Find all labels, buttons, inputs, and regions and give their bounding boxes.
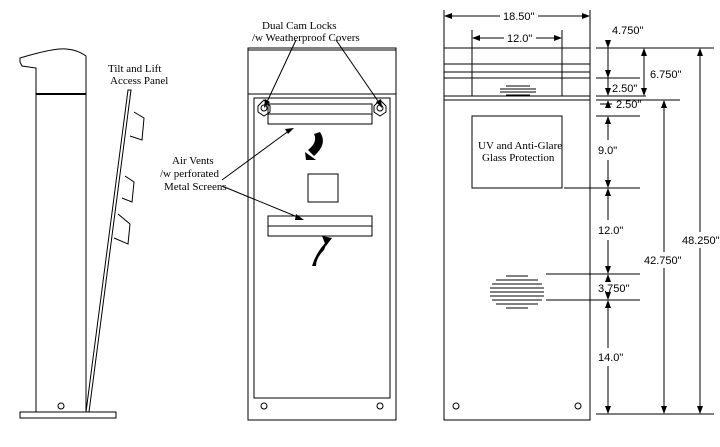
dim-inner-width: 12.0": [507, 33, 532, 45]
dim-glass-height: 9.0": [598, 145, 617, 157]
top-vent-slots: [500, 85, 536, 96]
front-open-view: Dual Cam Locks /w Weatherproof Covers Ai…: [160, 20, 397, 421]
dim-overall-height: 48.250": [682, 235, 720, 247]
cam-locks-label-line1: Dual Cam Locks: [262, 20, 337, 32]
dim-vent-gap: 2.50": [612, 83, 637, 95]
tilt-panel-label-line1: Tilt and Lift: [108, 63, 161, 75]
dim-mid-section: 12.0": [598, 225, 623, 237]
glass-label-line2: Glass Protection: [482, 152, 555, 164]
air-vents-label-line3: Metal Screens: [164, 181, 227, 193]
cam-locks-label-line2: /w Weatherproof Covers: [252, 32, 360, 44]
dim-upper-section: 6.750": [650, 69, 682, 81]
tilt-panel-label-line2: Access Panel: [110, 75, 168, 87]
air-vents-label-line1: Air Vents: [172, 155, 214, 167]
dim-top-cap: 4.750": [612, 25, 644, 37]
front-dimension-view: UV and Anti-Glare Glass Protection 18.50…: [443, 10, 720, 421]
side-view: Tilt and Lift Access Panel: [19, 48, 168, 419]
dim-lower-total: 42.750": [644, 255, 682, 267]
glass-panel: [471, 115, 563, 189]
lower-vent-slots: [490, 275, 544, 309]
dim-lower-vent: 3.750": [598, 283, 630, 295]
dim-total-width: 18.50": [503, 11, 535, 23]
dim-glass-gap: 2.50": [616, 99, 641, 111]
glass-label-line1: UV and Anti-Glare: [478, 140, 562, 152]
air-vents-label-line2: /w perforated: [160, 168, 219, 180]
dim-bottom-section: 14.0": [598, 352, 623, 364]
